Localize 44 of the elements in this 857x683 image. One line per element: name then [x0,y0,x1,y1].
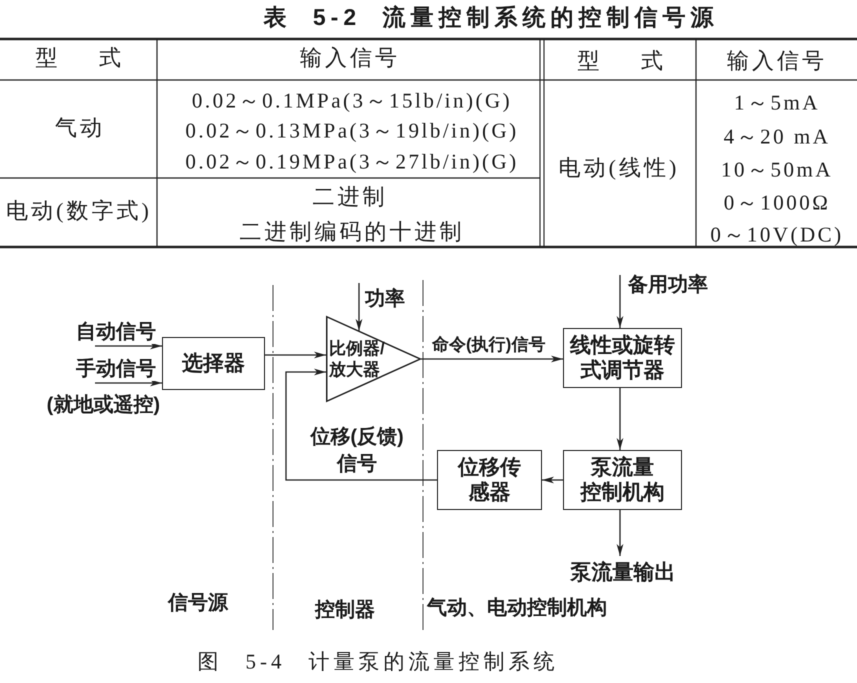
arrow [356,283,362,331]
arrow [616,275,624,328]
edge-label: 功率 [365,287,405,311]
column-header: 输入信号 [300,44,400,72]
table-entry: 0.02～0.1MPa(3～15lb/in)(G) [192,88,512,114]
arrow [95,380,162,386]
amplifier-triangle: 比例器/放大器 [326,316,421,402]
arrow [265,352,326,358]
table-entry: 0.02～0.19MPa(3～27lb/in)(G) [185,149,519,175]
arrow [616,510,624,556]
edge-label: 备用功率 [628,273,708,297]
edge-label: 命令(执行)信号 [432,334,546,356]
edge-label: 手动信号 [76,357,156,381]
arrow [616,388,624,450]
arrow [95,342,162,350]
figure-caption: 图 5-4 计量泵的流量控制系统 [197,649,559,675]
column-header: 型 式 [35,44,121,72]
arrow [285,368,437,481]
table-title: 表 5-2 流量控制系统的控制信号源 [263,4,719,32]
output-text: 泵流量输出 [566,556,680,588]
table-entry: 电动(线性) [558,154,680,182]
zone-label: 控制器 [315,598,375,622]
arrow [421,356,563,362]
column-header: 输入信号 [727,48,827,74]
zone-label: 信号源 [168,591,228,615]
process-box: 泵流量控制机构 [563,450,682,510]
signal-note: (就地或遥控) [46,395,160,415]
table-entry: 1～5mA [734,90,820,116]
table-entry: 二进制编码的十进制 [240,218,464,246]
column-header: 型 式 [577,48,663,74]
table-entry: 0～1000Ω [724,190,830,216]
table-entry: 0～10V(DC) [710,222,844,248]
zone-label: 气动、电动控制机构 [427,596,607,620]
process-box: 选择器 [162,337,265,390]
table-entry: 二进制 [312,184,388,210]
table-entry: 电动(数字式) [6,198,152,224]
table-entry: 10～50mA [721,157,833,183]
arrow [542,476,563,484]
table-entry: 气动 [55,114,105,142]
table-entry: 4～20 mA [724,124,830,150]
process-box: 线性或旋转式调节器 [563,328,682,388]
process-box: 位移传感器 [437,450,542,510]
edge-label: 自动信号 [76,320,156,344]
table-entry: 0.02～0.13MPa(3～19lb/in)(G) [185,118,519,144]
